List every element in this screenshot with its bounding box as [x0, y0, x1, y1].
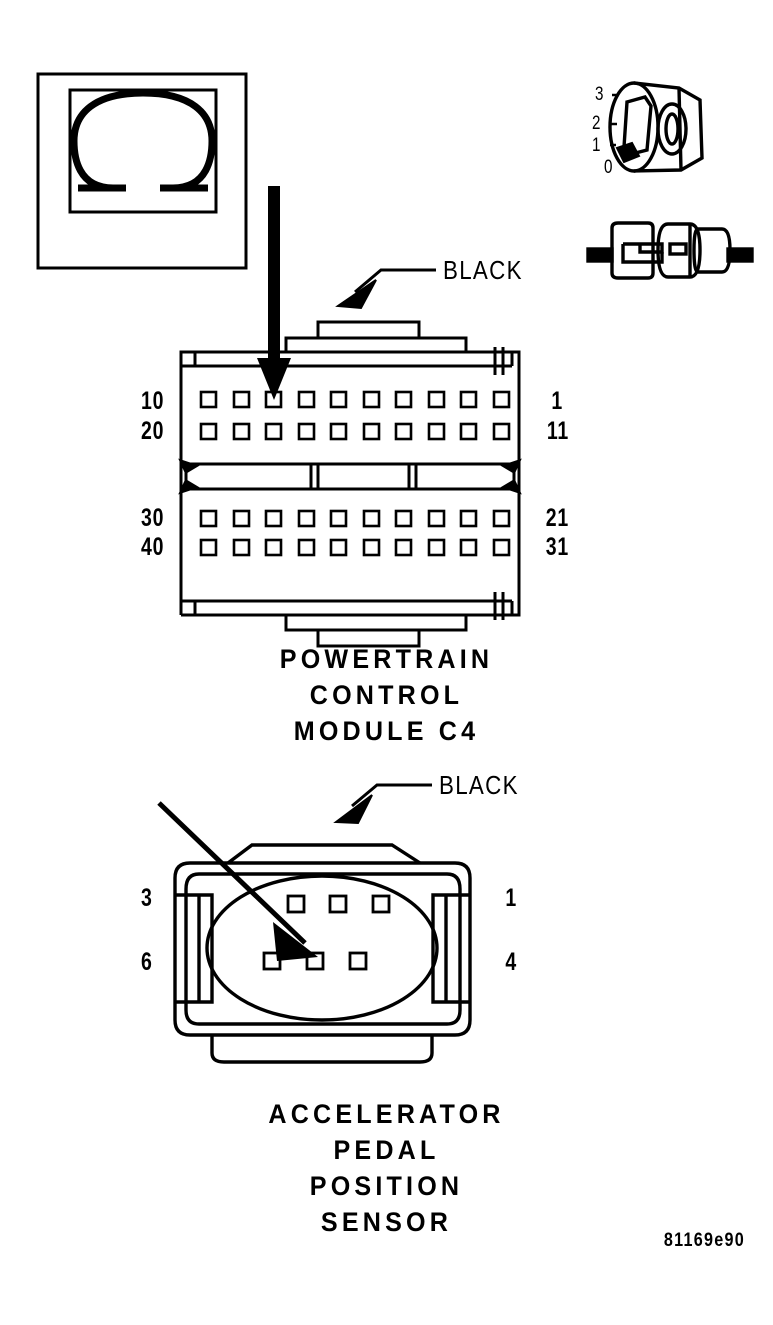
ohmmeter-symbol-icon — [36, 72, 248, 270]
app-connector-body — [173, 843, 472, 1064]
app-left-label-6: 6 — [141, 948, 153, 976]
dial-scale-label-0: 0 — [604, 157, 613, 178]
dial-scale-label-2: 2 — [592, 113, 601, 134]
dial-pointer-marker — [615, 141, 641, 164]
pcm-right-label-31: 31 — [545, 533, 569, 561]
pcm-pin-grid — [199, 390, 511, 557]
pcm-left-label-30: 30 — [141, 504, 165, 532]
pcm-left-label-20: 20 — [141, 417, 165, 445]
pcm-right-label-1: 1 — [551, 387, 563, 415]
app-caption-line-1: ACCELERATOR — [268, 1099, 505, 1129]
pcm-caption-line-2: CONTROL — [309, 680, 464, 710]
app-caption-line-3: POSITION — [309, 1171, 464, 1201]
dial-scale-label-3: 3 — [595, 84, 604, 105]
app-color-callout: BLACK — [439, 770, 519, 800]
pcm-black-leader-line — [354, 268, 436, 294]
pcm-color-callout: BLACK — [443, 255, 523, 285]
pcm-left-label-10: 10 — [141, 387, 165, 415]
pcm-probe-arrow — [257, 186, 291, 400]
pcm-caption-line-1: POWERTRAIN — [279, 644, 494, 674]
app-probe-arrow — [157, 801, 318, 961]
pcm-connector-body — [178, 320, 522, 648]
app-black-leader-line — [351, 783, 432, 808]
app-caption-line-2: PEDAL — [333, 1135, 440, 1165]
omega-glyph — [70, 89, 216, 192]
test-lead-connector-icon — [586, 221, 754, 280]
pcm-left-label-40: 40 — [141, 533, 165, 561]
app-right-label-1: 1 — [505, 884, 517, 912]
app-right-label-4: 4 — [505, 948, 517, 976]
app-left-label-3: 3 — [141, 884, 153, 912]
dial-scale-ticks — [610, 93, 619, 147]
app-caption-line-4: SENSOR — [320, 1207, 453, 1237]
pcm-right-label-21: 21 — [545, 504, 569, 532]
pcm-black-arrowhead — [335, 279, 377, 310]
pcm-caption-line-3: MODULE C4 — [293, 716, 480, 746]
pcm-right-label-11: 11 — [546, 417, 569, 445]
app-pin-grid — [262, 894, 391, 971]
dial-scale-label-1: 1 — [592, 135, 601, 156]
app-black-arrowhead — [333, 794, 373, 825]
figure-reference-code: 81169e90 — [663, 1230, 745, 1251]
